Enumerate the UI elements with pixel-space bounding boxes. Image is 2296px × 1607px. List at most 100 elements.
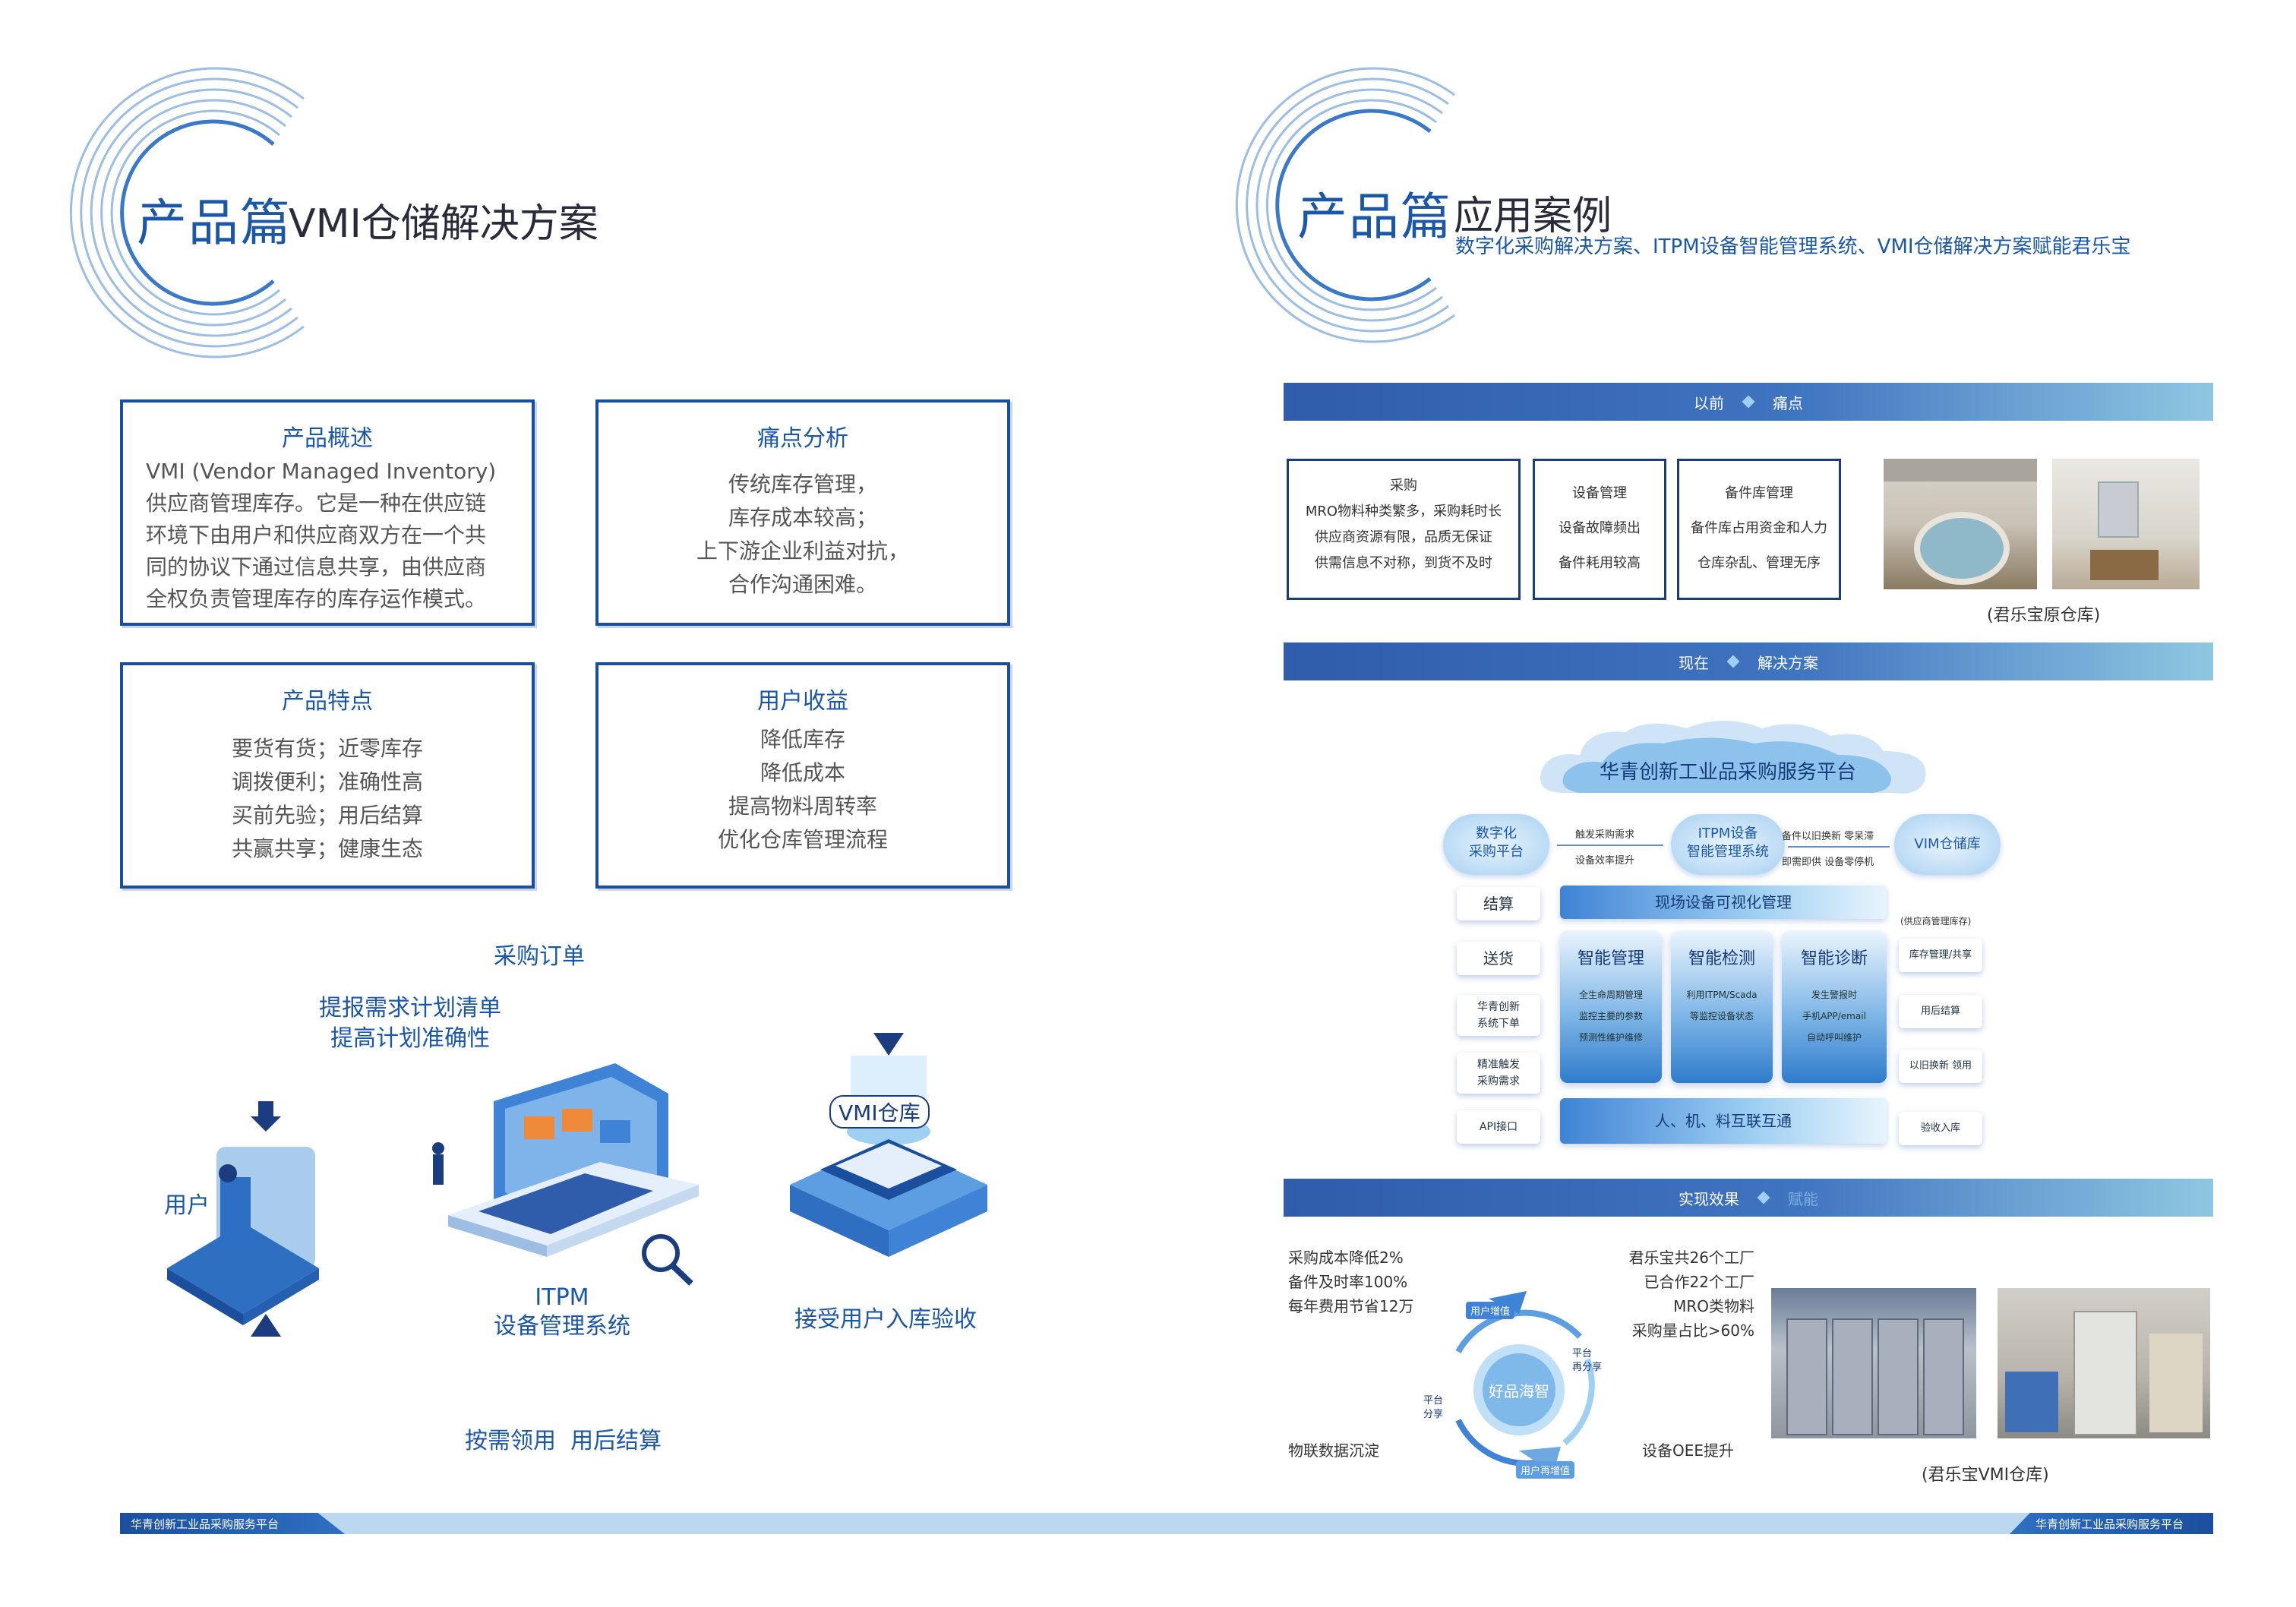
old-warehouse-photo <box>1884 459 2037 589</box>
card-overview: 产品概述 VMI (Vendor Managed Inventory) 供应商管… <box>120 399 535 626</box>
laptop-itpm-icon <box>432 1063 699 1286</box>
node-digital-purchase: 数字化 采购平台 <box>1443 814 1549 875</box>
right-title-sub: 应用案例 <box>1454 194 1612 239</box>
card-line: 共赢共享；健康生态 <box>231 836 423 861</box>
itpm-line: ITPM <box>535 1284 589 1311</box>
column-line: 自动呼叫维护 <box>1806 1032 1862 1043</box>
column-smart-detection: 智能检测 利用ITPM/Scada 等监控设备状态 <box>1671 931 1773 1083</box>
vmi-tag: VMI仓库 <box>829 1095 930 1129</box>
node-itpm: ITPM设备 智能管理系统 <box>1671 814 1785 875</box>
cycle-bottom-label: 用户再增值 <box>1516 1461 1575 1479</box>
card-line: 调拨便利；准确性高 <box>231 769 423 794</box>
right-subtitle: 数字化采购解决方案、ITPM设备智能管理系统、VMI仓储解决方案赋能君乐宝 <box>1455 235 2131 258</box>
bottom-label: 按需领用 用后结算 <box>465 1428 662 1454</box>
diamond-icon <box>1757 1191 1770 1204</box>
pain-box-equipment: 设备管理 设备故障频出 备件耗用较高 <box>1533 459 1666 600</box>
link1-top: 触发采购需求 <box>1575 829 1635 841</box>
pain-line: 设备故障频出 <box>1559 520 1641 536</box>
node-vim-warehouse: VIM仓储库 <box>1894 814 2001 875</box>
card-line: 供应商管理库存。它是一种在供应链 <box>146 491 487 516</box>
effect-iot: 物联数据沉淀 <box>1288 1441 1379 1460</box>
column-heading: 智能诊断 <box>1800 949 1868 968</box>
step-api: API接口 <box>1457 1110 1540 1144</box>
card-line: 降低库存 <box>760 727 845 752</box>
band-effects: 实现效果 赋能 <box>1284 1179 2213 1217</box>
vmi-warehouse-icon <box>790 1033 987 1257</box>
purchase-order-label: 采购订单 <box>494 943 585 970</box>
footer-left-text: 华青创新工业品采购服务平台 <box>131 1517 279 1531</box>
step-delivery: 送货 <box>1457 942 1540 975</box>
card-line: 优化仓库管理流程 <box>717 827 888 852</box>
footer-right-text: 华青创新工业品采购服务平台 <box>2035 1517 2184 1531</box>
pain-box-spare-parts: 备件库管理 备件库占用资金和人力 仓库杂乱、管理无序 <box>1677 459 1841 600</box>
node-line: 数字化 <box>1476 826 1517 841</box>
column-heading: 智能检测 <box>1688 949 1755 968</box>
footer-left-tab: 华青创新工业品采购服务平台 <box>120 1513 345 1534</box>
user-label: 用户 <box>164 1192 210 1219</box>
pain-line: 供应商资源有限，品质无保证 <box>1315 529 1492 545</box>
old-warehouse-photo <box>2052 459 2200 589</box>
cycle-right-label: 平台 再分享 <box>1572 1348 1603 1373</box>
step-inventory-share: 库存管理/共享 <box>1899 939 1982 972</box>
cloud-icon <box>1540 721 1926 794</box>
step-trigger: 精准触发 采购需求 <box>1457 1053 1540 1094</box>
effect-line: 采购成本降低2% <box>1288 1249 1404 1267</box>
visual-management-bar: 现场设备可视化管理 <box>1560 886 1887 919</box>
column-line: 手机APP/email <box>1802 1011 1866 1021</box>
accept-label: 接受用户入库验收 <box>794 1306 977 1333</box>
band-right-text: 解决方案 <box>1758 653 1818 672</box>
report-label: 提报需求计划清单 提高计划准确性 <box>289 993 532 1054</box>
pain-line: MRO物料种类繁多，采购耗时长 <box>1305 504 1502 519</box>
effect-line: 每年费用节省12万 <box>1288 1297 1414 1315</box>
pain-line: 采购 <box>1390 478 1417 494</box>
card-heading: 痛点分析 <box>757 425 848 452</box>
pain-line: 备件库占用资金和人力 <box>1691 520 1827 536</box>
card-heading: 用户收益 <box>757 688 848 715</box>
band-now: 现在 解决方案 <box>1284 642 2213 680</box>
column-line: 利用ITPM/Scada <box>1686 990 1758 1000</box>
cloud-label: 华青创新工业品采购服务平台 <box>1600 761 1857 784</box>
card-line: 同的协议下通过信息共享，由供应商 <box>146 554 487 579</box>
step-settlement: 结算 <box>1457 887 1540 920</box>
effects-right: 君乐宝共26个工厂 已合作22个工厂 MRO类物料 采购量占比>60% <box>1610 1246 1754 1343</box>
card-line: 库存成本较高； <box>728 505 877 530</box>
effect-line: 备件及时率100% <box>1288 1273 1408 1291</box>
connectivity-bar: 人、机、料互联互通 <box>1560 1098 1887 1144</box>
cycle-left-label: 平台 分享 <box>1423 1395 1444 1420</box>
vmi-warehouse-photo <box>1998 1288 2210 1438</box>
step-order: 华青创新 系统下单 <box>1457 995 1540 1036</box>
card-line: 上下游企业利益对抗， <box>696 538 909 564</box>
footer-strip <box>120 1513 2213 1534</box>
caption-old-warehouse: (君乐宝原仓库) <box>1987 606 2101 625</box>
effect-oee: 设备OEE提升 <box>1642 1441 1735 1460</box>
pain-line: 设备管理 <box>1572 485 1627 501</box>
left-title-sub: VMI仓储解决方案 <box>289 201 598 247</box>
pain-line: 仓库杂乱、管理无序 <box>1698 555 1821 571</box>
diamond-icon <box>1742 395 1755 409</box>
card-line: 要货有货；近零库存 <box>231 736 423 761</box>
band-left-text: 实现效果 <box>1679 1189 1739 1208</box>
column-smart-management: 智能管理 全生命周期管理 监控主要的参数 预测性维护维修 <box>1560 931 1662 1083</box>
card-line: 合作沟通困难。 <box>728 572 877 597</box>
node-line: 智能管理系统 <box>1687 844 1769 860</box>
node-line: ITPM设备 <box>1698 826 1758 841</box>
effect-line: MRO类物料 <box>1673 1297 1754 1315</box>
link1-arrow-icon <box>1557 845 1663 846</box>
user-tablet-icon <box>167 1101 319 1337</box>
step-post-settlement: 用后结算 <box>1899 995 1982 1028</box>
card-line: 传统库存管理， <box>728 472 877 497</box>
card-line: 全权负责管理库存的库存运作模式。 <box>146 586 487 611</box>
card-heading: 产品概述 <box>282 425 373 452</box>
footer-right-tab: 华青创新工业品采购服务平台 <box>2010 1513 2213 1534</box>
card-benefits: 用户收益 降低库存 降低成本 提高物料周转率 优化仓库管理流程 <box>595 662 1010 889</box>
card-line: 降低成本 <box>760 760 845 785</box>
link2-arrow-icon <box>1788 846 1890 848</box>
band-right-text: 赋能 <box>1788 1189 1818 1208</box>
column-line: 等监控设备状态 <box>1689 1011 1754 1021</box>
link2-bottom: 即需即供 设备零停机 <box>1782 857 1874 868</box>
right-title-main: 产品篇 <box>1297 188 1452 246</box>
column-line: 预测性维护维修 <box>1578 1032 1643 1043</box>
itpm-label: ITPM 设备管理系统 <box>456 1283 668 1341</box>
column-smart-diagnosis: 智能诊断 发生警报时 手机APP/email 自动呼叫维护 <box>1782 931 1887 1083</box>
card-features: 产品特点 要货有货；近零库存 调拨便利；准确性高 买前先验；用后结算 共赢共享；… <box>120 662 535 889</box>
